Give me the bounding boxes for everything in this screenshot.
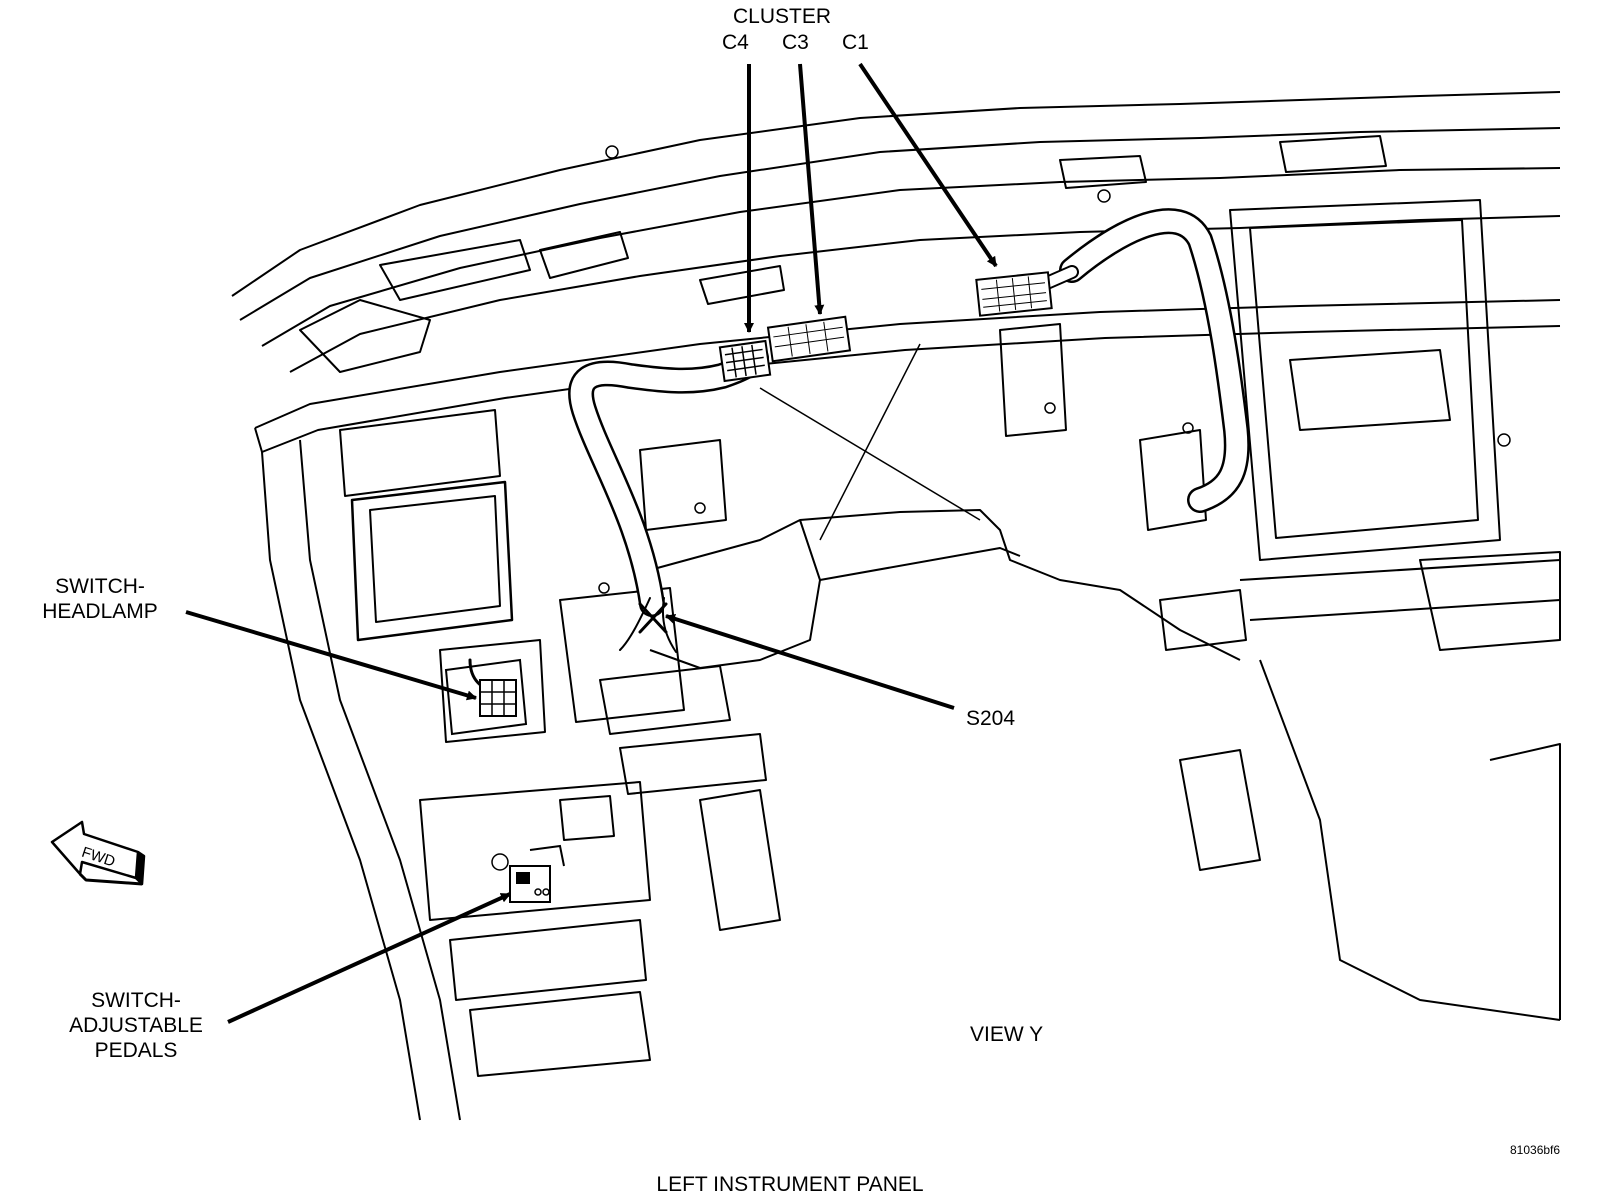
adjustable-pedals-switch-connector — [509, 844, 565, 903]
connector-c3 — [766, 315, 852, 363]
callout-arrows — [185, 62, 998, 1024]
figure-caption: LEFT INSTRUMENT PANEL — [656, 1173, 924, 1196]
label-switch-adjustable-pedals: SWITCH- ADJUSTABLE PEDALS — [56, 988, 216, 1063]
fwd-arrow-icon — [50, 820, 146, 886]
panel-carrier-outline — [254, 299, 1561, 1121]
label-switch-headlamp-line1: SWITCH- — [55, 575, 145, 598]
connector-c1 — [975, 271, 1053, 317]
steering-column-opening — [649, 343, 1241, 669]
arrow-c1 — [858, 62, 998, 268]
label-switch-headlamp: SWITCH- HEADLAMP — [30, 574, 170, 624]
label-c4: C4 — [722, 31, 749, 54]
label-cluster: CLUSTER — [732, 5, 832, 28]
view-label: VIEW Y — [970, 1023, 1044, 1046]
arrow-c3 — [798, 63, 825, 315]
headlamp-switch-connector — [444, 658, 528, 736]
label-c3: C3 — [782, 31, 809, 54]
arrow-s204 — [665, 613, 955, 710]
label-c1: C1 — [842, 31, 869, 54]
wiring-harness — [468, 208, 1250, 694]
figure-id: 81036bf6 — [1510, 1143, 1561, 1157]
label-pedals-line2: ADJUSTABLE — [69, 1014, 203, 1037]
label-s204: S204 — [966, 707, 1016, 730]
center-stack-outline — [639, 199, 1561, 1021]
splice-s204-mark — [638, 602, 668, 634]
label-pedals-line3: PEDALS — [94, 1039, 178, 1062]
arrow-switch-adjustable-pedals — [227, 892, 511, 1024]
arrow-switch-headlamp — [185, 610, 477, 701]
connector-c4 — [718, 339, 772, 383]
fastener-holes — [491, 145, 1511, 871]
label-pedals-line1: SWITCH- — [91, 989, 181, 1012]
label-switch-headlamp-line2: HEADLAMP — [42, 600, 158, 623]
